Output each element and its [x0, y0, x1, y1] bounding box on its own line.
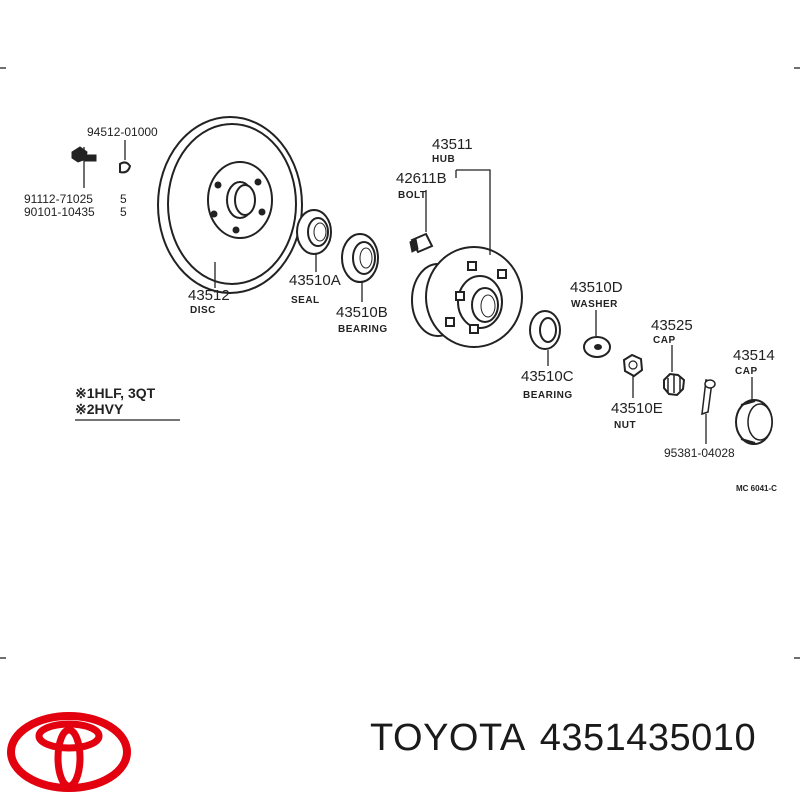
- brand-name: TOYOTA: [370, 717, 526, 759]
- callout-90101-qty: 5: [120, 205, 127, 219]
- callout-43514: 43514: [733, 347, 775, 364]
- callout-42611: 42611B: [396, 170, 447, 187]
- callout-43525-name: CAP: [653, 335, 676, 346]
- part-number: 4351435010: [539, 717, 757, 759]
- leader-43511: [456, 169, 491, 255]
- figure-code: MC 6041-C: [736, 484, 777, 493]
- hub-bolt-illustration: [409, 232, 434, 254]
- legend-line-1: ※1HLF, 3QT: [75, 385, 156, 401]
- cotter-pin-illustration: [701, 378, 716, 416]
- callout-43510a-name: SEAL: [291, 295, 320, 306]
- callout-43511-name: HUB: [432, 154, 455, 165]
- grease-cap-illustration: [735, 399, 773, 445]
- callout-43510a: 43510A: [289, 272, 341, 289]
- inner-bearing-illustration: [341, 233, 379, 283]
- legend-line-2: ※2HVY: [75, 401, 124, 417]
- wheel-hub-illustration: [411, 246, 523, 348]
- callout-43510e-name: NUT: [614, 420, 636, 431]
- callout-43511: 43511: [432, 136, 473, 153]
- callout-43510b: 43510B: [336, 304, 388, 321]
- callout-43510e: 43510E: [611, 400, 663, 417]
- callout-94512: 94512-01000: [87, 125, 158, 139]
- callout-43525: 43525: [651, 317, 693, 334]
- part-identification: TOYOTA 4351435010: [370, 717, 770, 760]
- callout-43512: 43512: [188, 287, 230, 304]
- callout-95381: 95381-04028: [664, 446, 735, 460]
- callout-43510d-name: WASHER: [571, 299, 618, 310]
- hub-bolt-small-illustration: [71, 146, 97, 163]
- toyota-logo: [7, 712, 131, 792]
- registration-marks: [0, 67, 800, 659]
- outer-bearing-illustration: [529, 310, 561, 350]
- callout-91112-qty: 5: [120, 192, 127, 206]
- callout-43510d: 43510D: [570, 279, 623, 296]
- callout-91112: 91112-71025: [24, 192, 93, 206]
- callout-43514-name: CAP: [735, 366, 758, 377]
- hub-nut-illustration: [622, 353, 644, 378]
- thrust-washer-illustration: [583, 336, 611, 358]
- callout-43510c-name: BEARING: [523, 390, 573, 401]
- callout-43510b-name: BEARING: [338, 324, 388, 335]
- variant-legend: ※1HLF, 3QT ※2HVY: [75, 385, 180, 421]
- callout-43510c: 43510C: [521, 368, 574, 385]
- brake-disc-illustration: [157, 116, 303, 294]
- callout-90101: 90101-10435: [24, 205, 95, 219]
- nut-lock-cap-illustration: [663, 372, 686, 397]
- oil-seal-illustration: [296, 209, 332, 255]
- callout-42611-name: BOLT: [398, 190, 426, 201]
- lock-washer-illustration: [119, 161, 132, 174]
- callout-43512-name: DISC: [190, 305, 216, 316]
